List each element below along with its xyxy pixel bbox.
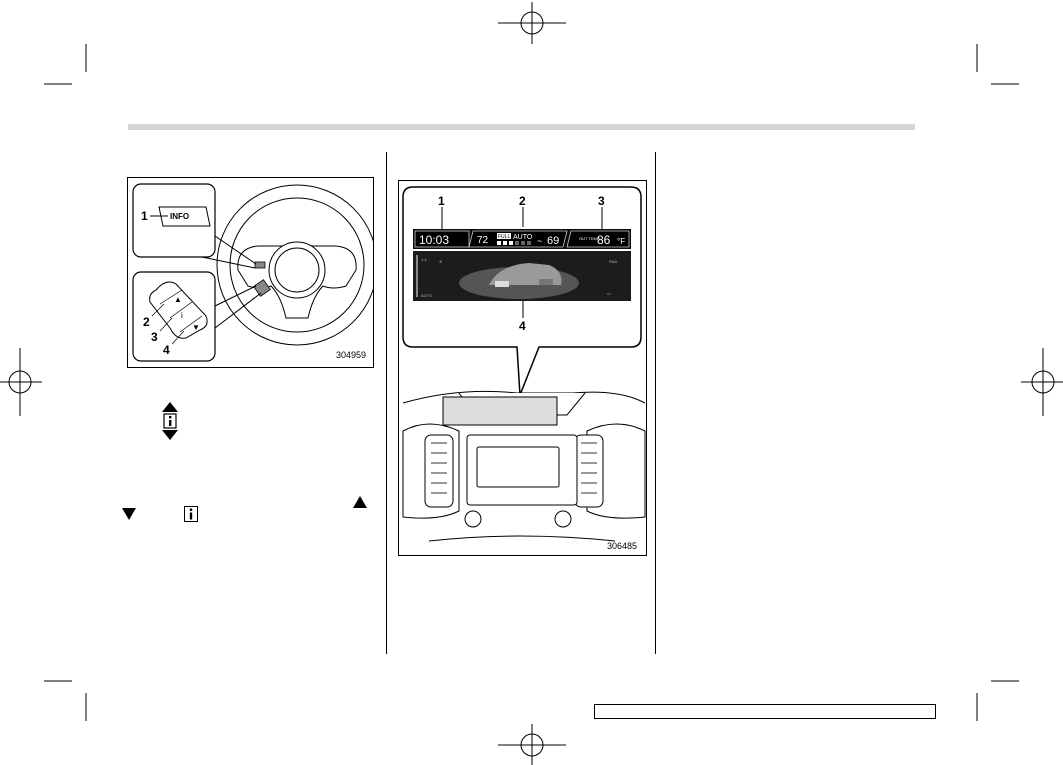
display-figure-id: 306485 <box>607 541 637 551</box>
svg-text:▲: ▲ <box>174 295 182 304</box>
display-left-temp: 72 <box>477 235 489 246</box>
display-callout-2: 2 <box>519 194 526 208</box>
svg-text:~: ~ <box>537 236 542 246</box>
svg-text:AUTO: AUTO <box>421 293 432 298</box>
callout-4: 4 <box>163 343 170 357</box>
down-triangle-icon <box>122 508 136 520</box>
display-outside-temp: 86 <box>597 233 611 247</box>
display-right-temp: 69 <box>547 235 559 247</box>
callout-1: 1 <box>141 209 148 223</box>
svg-text:i: i <box>181 311 183 320</box>
header-bar <box>128 124 915 130</box>
display-outside-unit: °F <box>617 237 625 246</box>
display-callout-1: 1 <box>438 194 445 208</box>
display-callout-4: 4 <box>519 319 526 333</box>
svg-text:▼: ▼ <box>192 323 200 332</box>
info-icon <box>184 506 198 522</box>
svg-text:RAD: RAD <box>609 259 618 264</box>
svg-text:≋: ≋ <box>439 259 442 264</box>
steering-wheel-figure: INFO 1 ▲ i ▼ 2 3 4 304959 <box>127 177 374 368</box>
up-info-down-symbol <box>162 402 178 440</box>
info-button-text: INFO <box>170 212 189 221</box>
display-auto: AUTO <box>513 234 533 241</box>
column-divider-right <box>655 152 656 654</box>
display-clock: 10:03 <box>419 233 449 247</box>
footer-box <box>594 704 936 719</box>
up-triangle-icon <box>353 496 367 508</box>
svg-text:▭: ▭ <box>607 291 611 296</box>
dashboard-display-figure: 1 2 3 4 10:03 72 FULL AUTO ~ 69 OUT TEMP… <box>398 180 647 556</box>
display-full-badge: FULL <box>498 234 510 240</box>
callout-3: 3 <box>151 330 158 344</box>
display-outside-label: OUT TEMP <box>579 236 600 241</box>
svg-text:1.4: 1.4 <box>421 257 427 262</box>
callout-2: 2 <box>143 315 150 329</box>
column-divider-left <box>386 152 387 654</box>
display-callout-3: 3 <box>598 194 605 208</box>
figure-id: 304959 <box>336 350 366 360</box>
